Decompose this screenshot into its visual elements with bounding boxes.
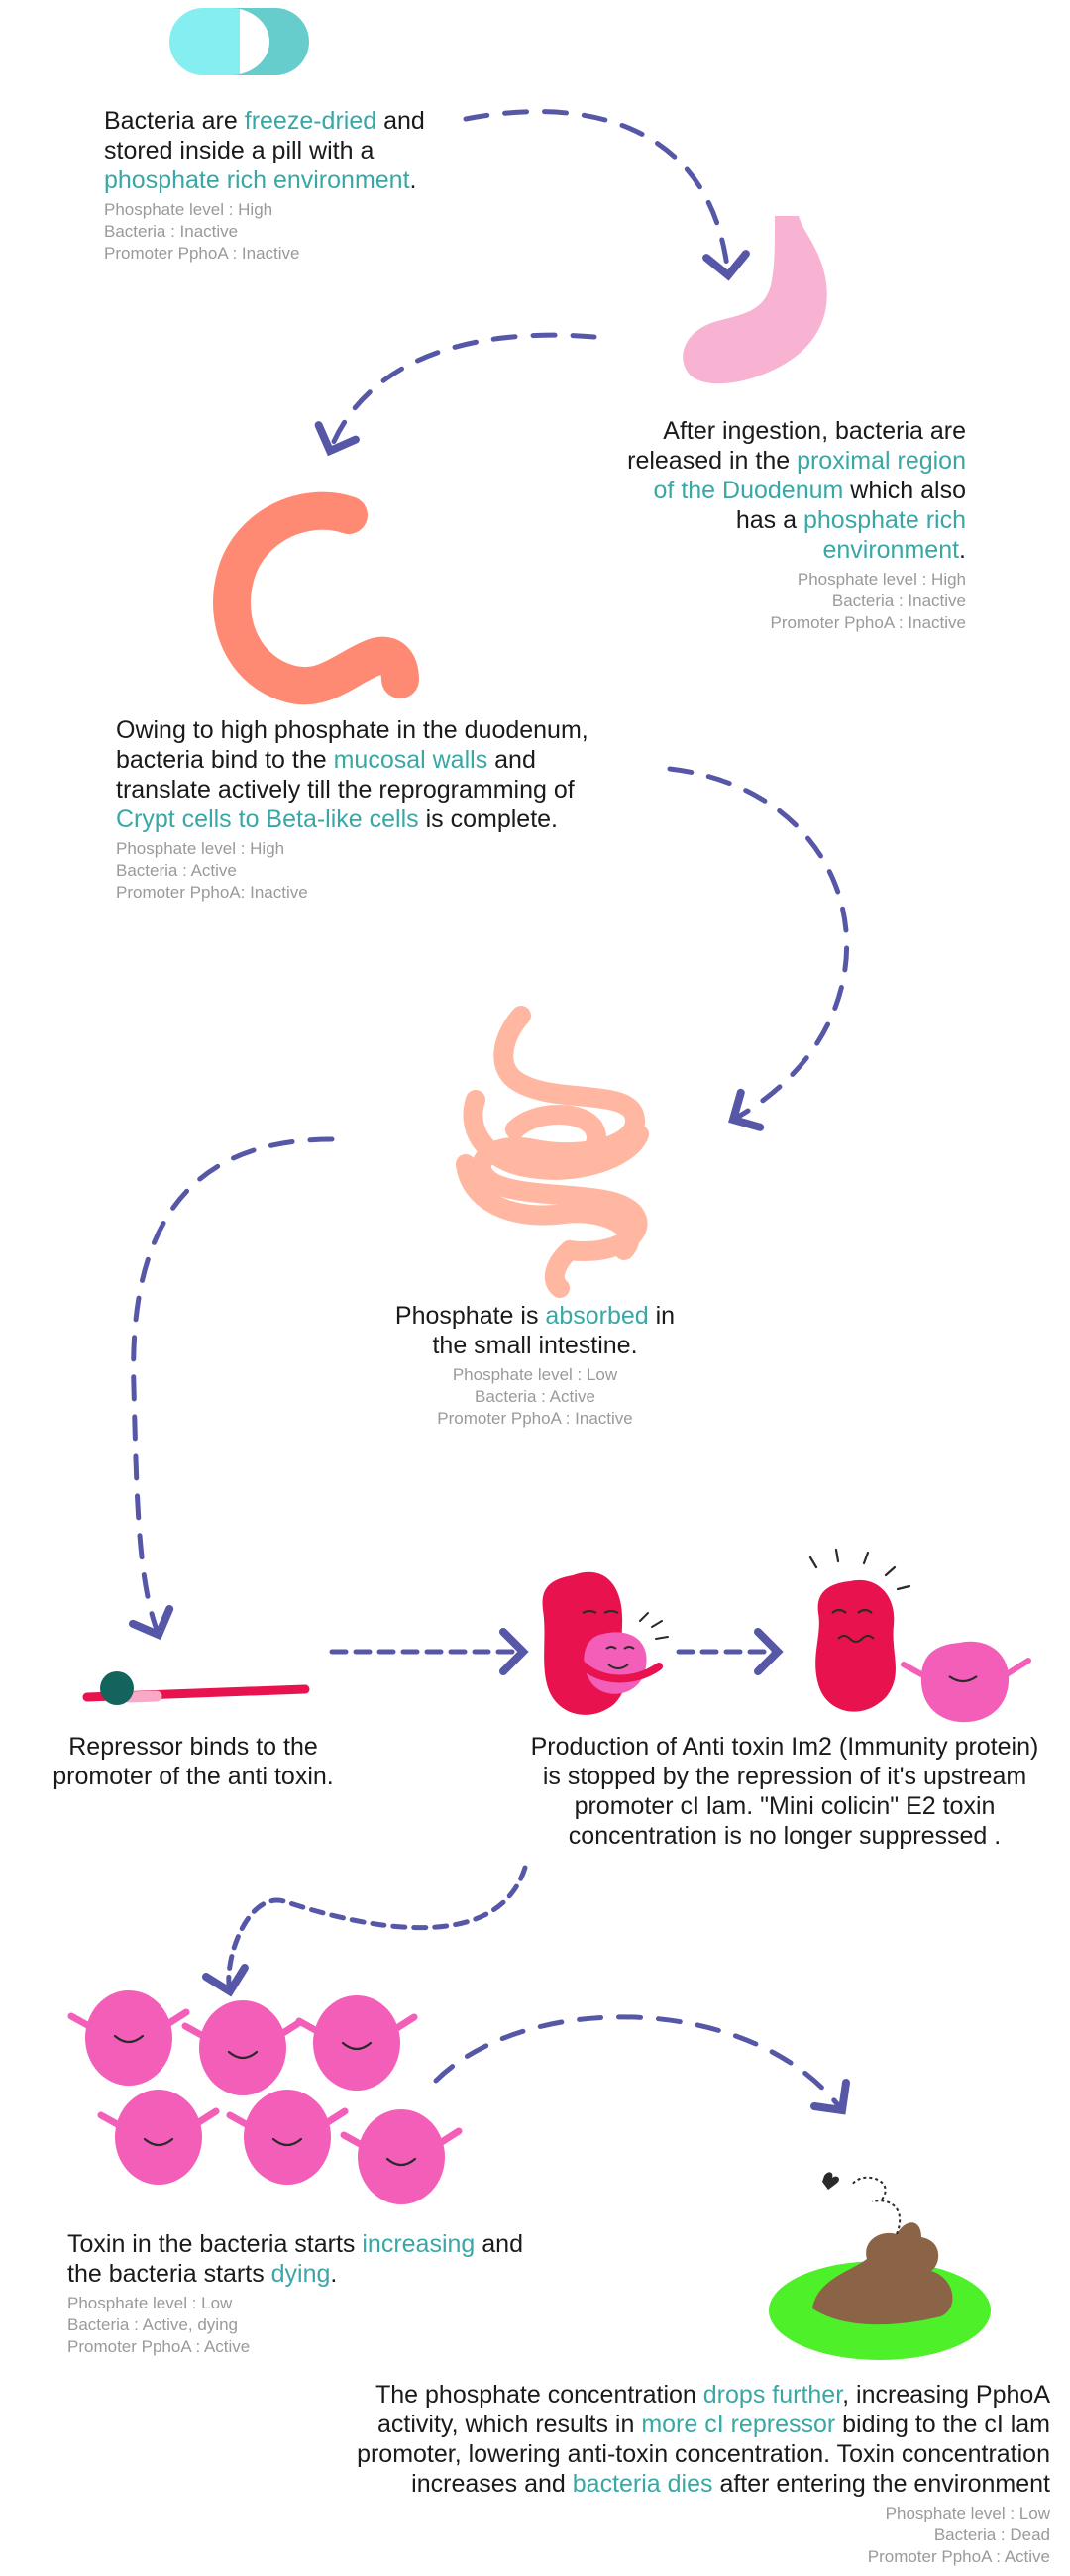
status-list: Phosphate level : High Bacteria : Inacti…	[104, 199, 461, 265]
promoter-status: Promoter PphoA : Active	[867, 2547, 1050, 2566]
step-description: After ingestion, bacteria are released i…	[627, 417, 966, 564]
status-list: Phosphate level : High Bacteria : Inacti…	[624, 569, 967, 634]
step-repressor-text: Repressor binds to the promoter of the a…	[40, 1732, 347, 1791]
bacteria-status: Bacteria : Active	[475, 1387, 595, 1406]
toxin-bacteria-icon	[542, 1571, 669, 1715]
duodenum-icon	[213, 491, 419, 705]
promoter-status: Promoter PphoA : Inactive	[437, 1409, 633, 1428]
bacteria-status: Bacteria : Inactive	[831, 591, 966, 610]
step-description: Repressor binds to the promoter of the a…	[53, 1733, 334, 1790]
phosphate-status: Phosphate level : Low	[885, 2504, 1050, 2522]
step-description: The phosphate concentration drops furthe…	[357, 2381, 1050, 2498]
status-list: Phosphate level : Low Bacteria : Active,…	[67, 2293, 563, 2358]
step-stomach-text: After ingestion, bacteria are released i…	[624, 416, 966, 634]
dead-bacteria-poop-icon	[769, 2172, 991, 2360]
step-final-text: The phosphate concentration drops furthe…	[302, 2380, 1050, 2568]
promoter-status: Promoter PphoA : Inactive	[770, 613, 967, 632]
bacteria-status: Bacteria : Dead	[933, 2525, 1050, 2544]
step-duodenum-text: Owing to high phosphate in the duodenum,…	[116, 715, 631, 904]
bacteria-status: Bacteria : Active	[116, 861, 237, 880]
toxin-bacteria-icon	[808, 1548, 1031, 1723]
stomach-icon	[683, 216, 827, 384]
status-list: Phosphate level : High Bacteria : Active…	[116, 838, 631, 904]
step-antitoxin-text: Production of Anti toxin Im2 (Immunity p…	[522, 1732, 1047, 1851]
status-list: Phosphate level : Low Bacteria : Dead Pr…	[302, 2503, 1050, 2568]
step-description: Bacteria are freeze-dried and stored ins…	[104, 107, 425, 194]
step-description: Production of Anti toxin Im2 (Immunity p…	[530, 1733, 1039, 1850]
phosphate-status: Phosphate level : High	[116, 839, 285, 858]
pill-icon	[169, 8, 309, 75]
step-description: Phosphate is absorbed in the small intes…	[394, 1302, 676, 1359]
promoter-status: Promoter PphoA: Inactive	[116, 883, 308, 902]
phosphate-status: Phosphate level : High	[104, 200, 273, 219]
promoter-strand-icon	[82, 1671, 310, 1705]
step-pill-text: Bacteria are freeze-dried and stored ins…	[104, 106, 461, 265]
phosphate-status: Phosphate level : Low	[67, 2294, 233, 2312]
bacteria-status: Bacteria : Active, dying	[67, 2315, 238, 2334]
promoter-status: Promoter PphoA : Active	[67, 2337, 251, 2356]
bacteria-status: Bacteria : Inactive	[104, 222, 239, 241]
step-description: Owing to high phosphate in the duodenum,…	[116, 716, 588, 833]
status-list: Phosphate level : Low Bacteria : Active …	[376, 1364, 694, 1430]
phosphate-status: Phosphate level : High	[797, 570, 966, 589]
bacteria-group-icon	[67, 1990, 463, 2204]
step-toxin-text: Toxin in the bacteria starts increasing …	[67, 2229, 563, 2358]
promoter-status: Promoter PphoA : Inactive	[104, 244, 300, 263]
step-description: Toxin in the bacteria starts increasing …	[67, 2230, 523, 2288]
step-intestine-text: Phosphate is absorbed in the small intes…	[376, 1301, 694, 1430]
phosphate-status: Phosphate level : Low	[452, 1365, 618, 1384]
flow-arrows	[129, 109, 850, 2115]
intestine-icon	[456, 1006, 649, 1298]
